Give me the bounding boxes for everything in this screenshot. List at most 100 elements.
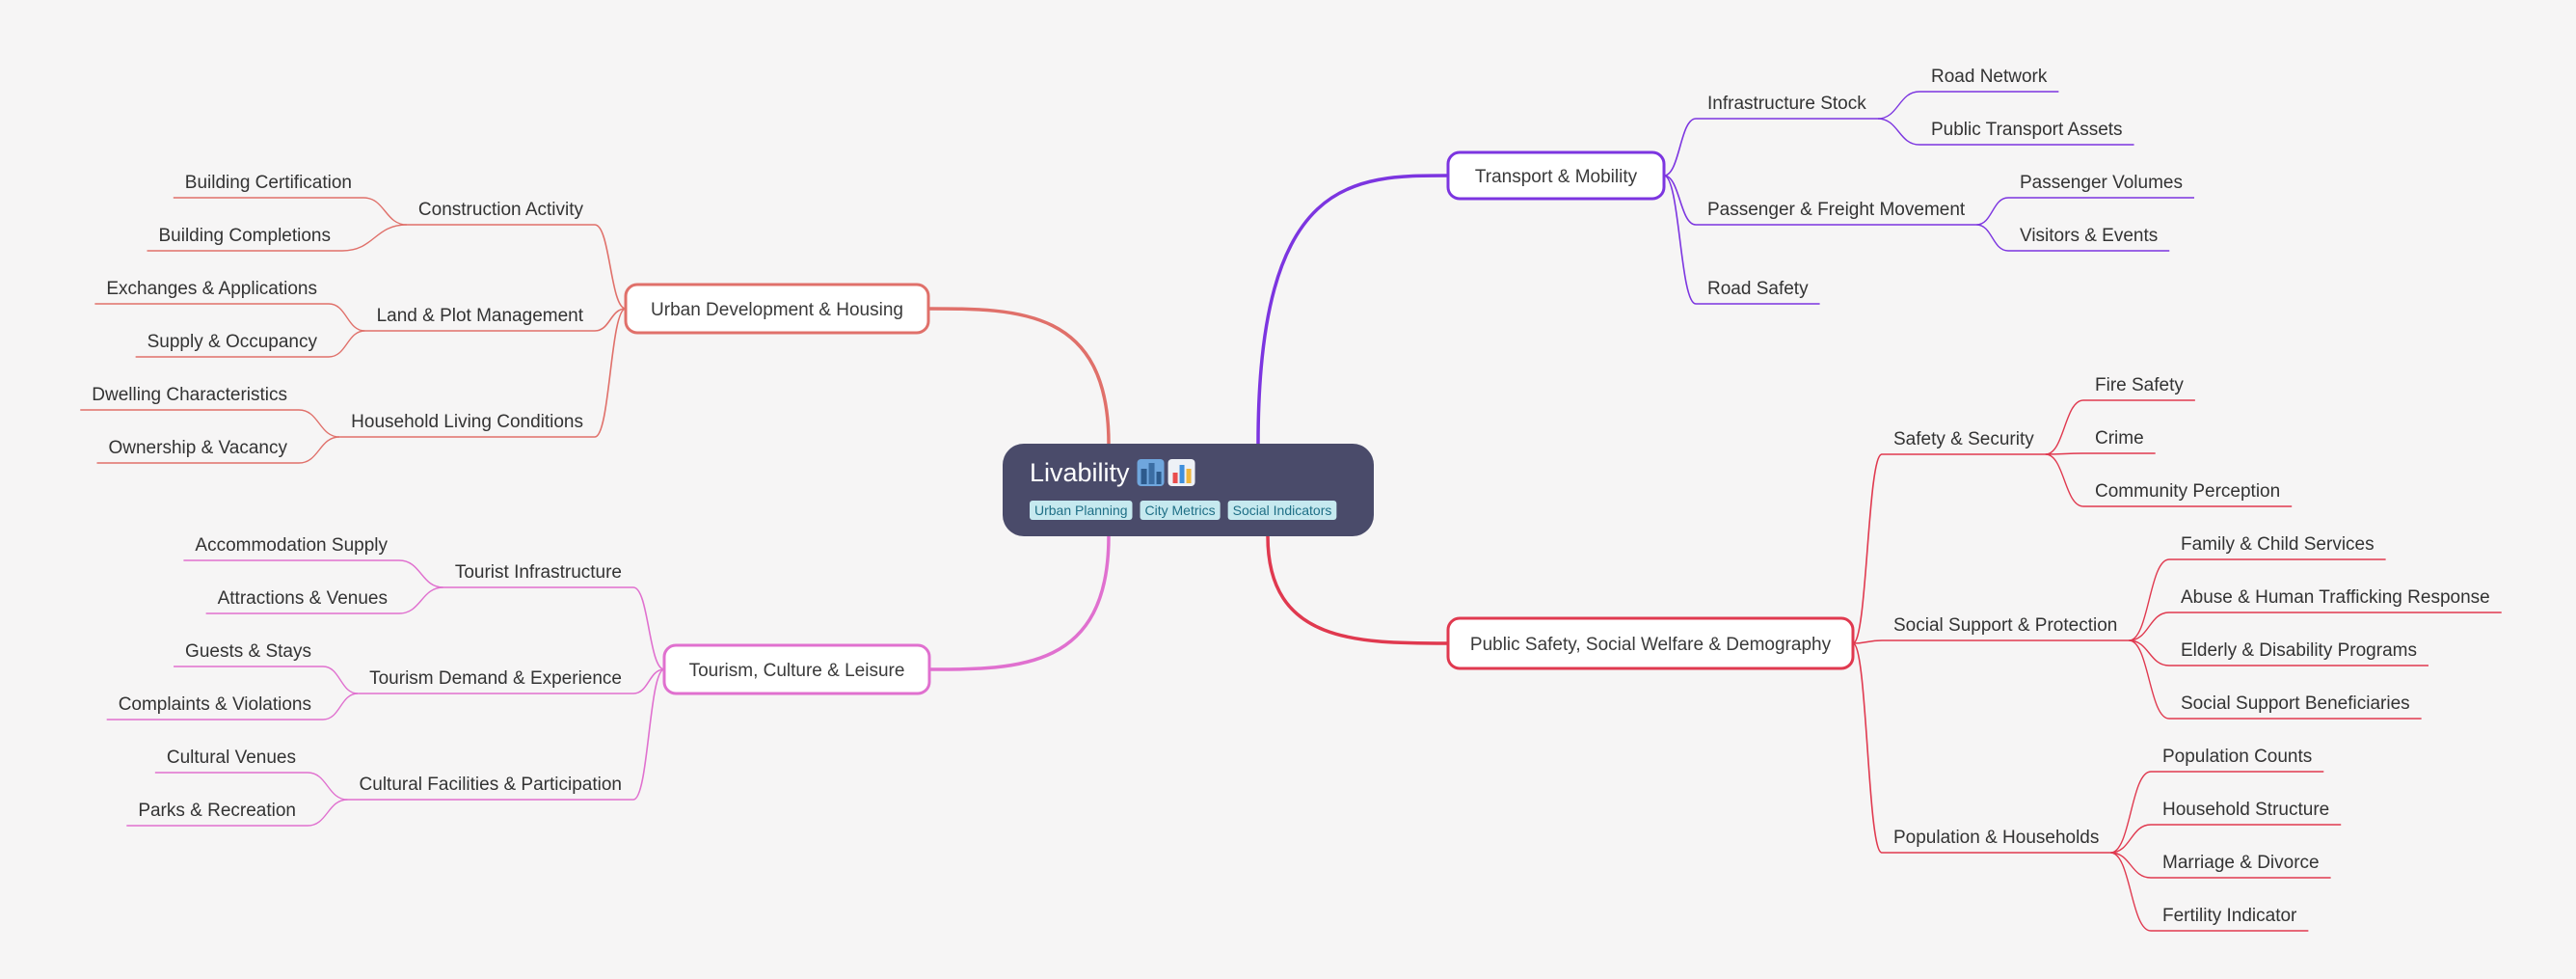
leaf-parks-and-recreation[interactable]: Parks & Recreation [138,801,296,821]
leaf-community-perception[interactable]: Community Perception [2095,481,2280,502]
leaf-label: Complaints & Violations [119,694,311,715]
edge-complaints-and-violations [322,693,359,721]
branch-label: Public Safety, Social Welfare & Demograp… [1470,635,1832,655]
edge-social-support-beneficiaries [2129,639,2170,720]
leaf-label: Passenger Volumes [2020,173,2183,193]
tag-social-indicators: Social Indicators [1227,501,1337,520]
leaf-label: Building Completions [159,226,332,246]
leaf-fire-safety[interactable]: Fire Safety [2095,375,2184,395]
leaf-label: Dwelling Characteristics [92,385,287,405]
leaf-label: Road Network [1931,67,2048,87]
node-label: Social Support & Protection [1893,615,2117,636]
leaf-label: Attractions & Venues [218,588,388,609]
node-label: Construction Activity [418,200,584,220]
edge-crime [2045,452,2084,455]
edge-root-tourism [928,535,1111,671]
edge-visitors-and-events [1976,224,2009,252]
node-safety-and-security[interactable]: Safety & Security [1893,429,2034,449]
edge-cultural-facilities-and-participation [632,668,665,801]
leaf-label: Cultural Venues [167,748,296,768]
edge-tourist-infrastructure [632,586,665,670]
edge-fertility-indicator [2110,852,2152,932]
node-label: Population & Households [1893,828,2099,848]
branch-safety[interactable]: Public Safety, Social Welfare & Demograp… [1446,616,1855,670]
node-label: Tourism Demand & Experience [369,668,622,689]
tag-label: City Metrics [1145,503,1216,518]
node-cultural-facilities-and-participation[interactable]: Cultural Facilities & Participation [360,775,622,795]
branch-label: Urban Development & Housing [651,300,903,320]
leaf-visitors-and-events[interactable]: Visitors & Events [2020,226,2158,246]
edge-building-certification [362,197,407,226]
leaf-marriage-and-divorce[interactable]: Marriage & Divorce [2162,853,2320,873]
leaf-label: Fertility Indicator [2162,906,2297,926]
leaf-label: Ownership & Vacancy [108,438,287,458]
leaf-label: Crime [2095,428,2144,449]
node-social-support-and-protection[interactable]: Social Support & Protection [1893,615,2117,636]
branch-box [662,643,931,695]
node-tourist-infrastructure[interactable]: Tourist Infrastructure [455,562,622,583]
leaf-label: Accommodation Supply [195,535,388,556]
edge-root-safety [1266,535,1449,645]
leaf-ownership-and-vacancy[interactable]: Ownership & Vacancy [108,438,287,458]
edge-attractions-and-venues [398,586,443,614]
leaf-label: Supply & Occupancy [148,332,318,352]
edge-road-safety [1663,175,1697,305]
leaf-elderly-and-disability-programs[interactable]: Elderly & Disability Programs [2181,640,2417,661]
branch-label: Transport & Mobility [1475,167,1638,187]
edge-infrastructure-stock [1663,118,1697,177]
branch-tourism[interactable]: Tourism, Culture & Leisure [662,643,931,695]
leaf-label: Fire Safety [2095,375,2184,395]
cityscape-icon [1137,459,1165,486]
leaf-attractions-and-venues[interactable]: Attractions & Venues [218,588,388,609]
node-land-and-plot-management[interactable]: Land & Plot Management [377,306,584,326]
edge-marriage-and-divorce [2110,852,2152,879]
branch-transport[interactable]: Transport & Mobility [1446,150,1666,201]
leaf-crime[interactable]: Crime [2095,428,2144,449]
leaf-dwelling-characteristics[interactable]: Dwelling Characteristics [92,385,287,405]
node-tourism-demand-and-experience[interactable]: Tourism Demand & Experience [369,668,622,689]
leaf-abuse-and-human-trafficking-response[interactable]: Abuse & Human Trafficking Response [2181,587,2490,608]
leaf-road-network[interactable]: Road Network [1931,67,2048,87]
branch-box [1446,150,1666,201]
leaf-population-counts[interactable]: Population Counts [2162,747,2312,767]
node-construction-activity[interactable]: Construction Activity [418,200,584,220]
leaf-public-transport-assets[interactable]: Public Transport Assets [1931,120,2123,140]
leaf-supply-and-occupancy[interactable]: Supply & Occupancy [148,332,318,352]
edge-fire-safety [2045,399,2084,455]
node-infrastructure-stock[interactable]: Infrastructure Stock [1707,94,1866,114]
leaf-social-support-beneficiaries[interactable]: Social Support Beneficiaries [2181,693,2410,714]
leaf-building-certification[interactable]: Building Certification [185,173,352,193]
leaf-household-structure[interactable]: Household Structure [2162,800,2329,820]
node-household-living-conditions[interactable]: Household Living Conditions [351,412,583,432]
leaf-exchanges-and-applications[interactable]: Exchanges & Applications [106,279,317,299]
tag-label: Urban Planning [1034,503,1128,518]
leaf-accommodation-supply[interactable]: Accommodation Supply [195,535,388,556]
root-title: Livability [1030,458,1130,487]
leaf-complaints-and-violations[interactable]: Complaints & Violations [119,694,311,715]
branch-urban[interactable]: Urban Development & Housing [624,283,930,335]
tag-badge [1140,501,1221,520]
leaf-label: Public Transport Assets [1931,120,2123,140]
edge-passenger-and-freight-movement [1663,175,1697,226]
leaf-label: Community Perception [2095,481,2280,502]
node-population-and-households[interactable]: Population & Households [1893,828,2099,848]
leaf-building-completions[interactable]: Building Completions [159,226,332,246]
edge-supply-and-occupancy [328,330,365,358]
tag-city-metrics: City Metrics [1140,501,1221,520]
edge-safety-and-security [1852,453,1883,644]
leaf-label: Parks & Recreation [138,801,296,821]
branch-box [1446,616,1855,670]
edge-construction-activity [594,224,627,310]
node-passenger-and-freight-movement[interactable]: Passenger & Freight Movement [1707,200,1966,220]
leaf-family-and-child-services[interactable]: Family & Child Services [2181,534,2375,555]
edge-population-counts [2110,771,2152,854]
bar-chart-icon [1167,459,1195,486]
leaf-fertility-indicator[interactable]: Fertility Indicator [2162,906,2297,926]
leaf-passenger-volumes[interactable]: Passenger Volumes [2020,173,2183,193]
leaf-guests-and-stays[interactable]: Guests & Stays [185,641,311,662]
node-road-safety[interactable]: Road Safety [1707,279,1809,299]
leaf-cultural-venues[interactable]: Cultural Venues [167,748,296,768]
edge-passenger-volumes [1976,197,2009,226]
